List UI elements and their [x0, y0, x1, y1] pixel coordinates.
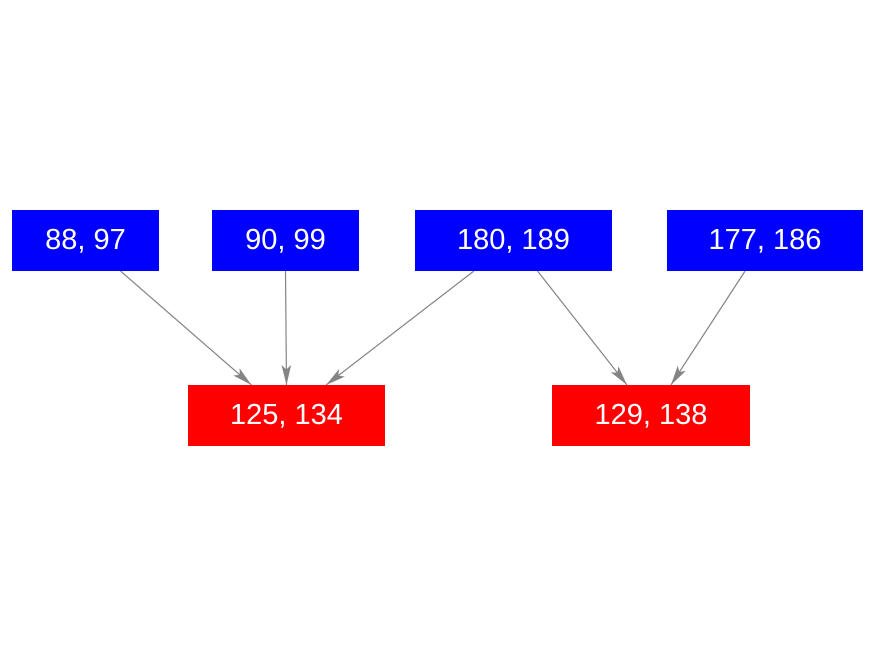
edge-n177-186-to-n129-138 [670, 270, 746, 386]
node-n177-186-source: 177, 186 [667, 210, 863, 271]
edge-n90-99-to-n125-134 [281, 270, 292, 386]
edge-group [120, 270, 746, 386]
edge-n180-189-to-n129-138 [537, 270, 628, 386]
node-n129-138-target: 129, 138 [552, 385, 750, 446]
node-n125-134-target: 125, 134 [188, 385, 385, 446]
node-n90-99-source: 90, 99 [212, 210, 359, 271]
node-n88-97-source: 88, 97 [12, 210, 159, 271]
edge-n180-189-to-n125-134 [325, 270, 475, 386]
edge-n88-97-to-n125-134 [120, 270, 252, 386]
node-n180-189-source: 180, 189 [415, 210, 612, 271]
